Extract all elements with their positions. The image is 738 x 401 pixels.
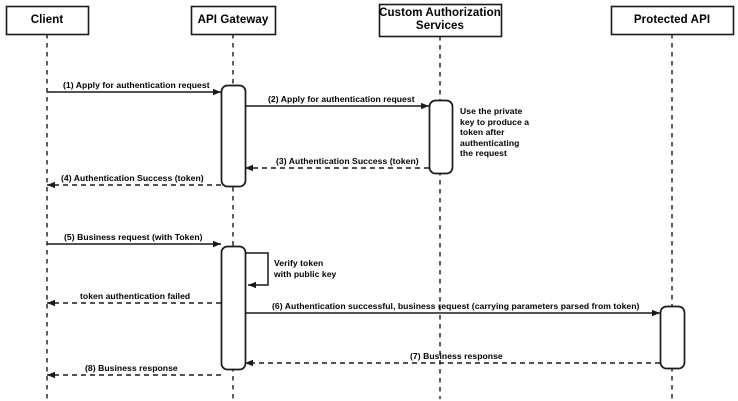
participant-box-api-gateway[interactable] <box>190 5 277 36</box>
note-private-key-note: Use the private key to produce a token a… <box>460 106 530 158</box>
participant-boxes-group <box>5 3 735 38</box>
message-lines-group <box>47 88 660 379</box>
message-label-token-auth-failed: token authentication failed <box>80 291 191 301</box>
message-label-1: (1) Apply for authentication request <box>63 80 210 90</box>
message-label-2: (2) Apply for authentication request <box>268 94 415 104</box>
activation-bar-auth-svc <box>428 99 454 175</box>
activation-bar-gw-business <box>220 245 247 371</box>
message-label-3: (3) Authentication Success (token) <box>276 156 419 166</box>
activation-bars-group <box>220 84 686 371</box>
self-message-label-verify-token: Verify token with public key <box>274 258 337 279</box>
message-label-4: (4) Authentication Success (token) <box>61 173 204 183</box>
participant-box-protected-api[interactable] <box>610 5 735 36</box>
participant-box-client[interactable] <box>5 5 90 36</box>
lifelines-group <box>46 34 673 399</box>
message-label-6: (6) Authentication successful, business … <box>272 301 640 311</box>
message-label-8: (8) Business response <box>85 363 178 373</box>
activation-bar-protected-api-act <box>659 305 686 370</box>
message-label-5: (5) Business request (with Token) <box>64 232 203 242</box>
activation-bar-gw-auth <box>220 84 247 188</box>
self-message-verify-token[interactable] <box>245 252 269 289</box>
message-label-7: (7) Business response <box>410 351 503 361</box>
participant-box-custom-authorization-services[interactable] <box>378 3 503 38</box>
self-message-lines-group <box>245 252 269 289</box>
